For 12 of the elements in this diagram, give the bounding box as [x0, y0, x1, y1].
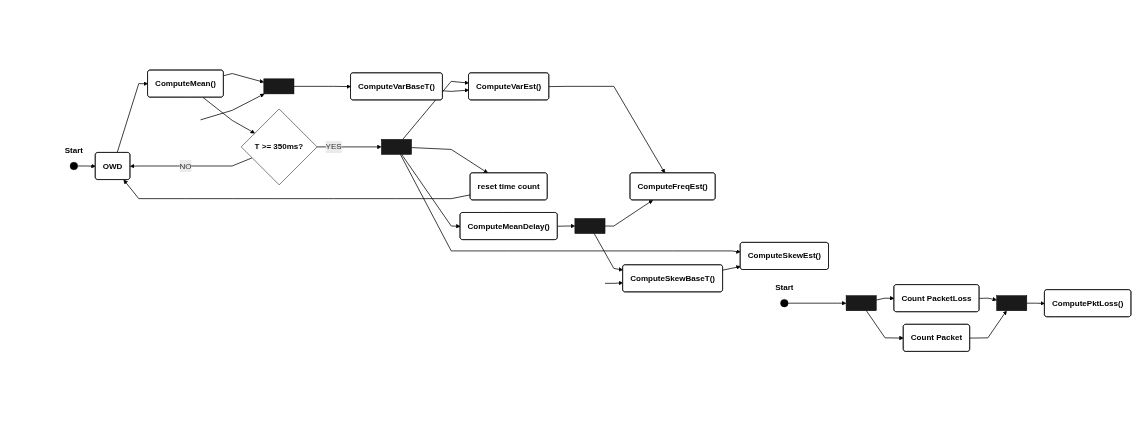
node-label: Start: [64, 145, 84, 155]
node-bar: [996, 295, 1028, 311]
node-diamond: T >= 350ms?: [240, 108, 318, 185]
node-circle: [69, 161, 78, 170]
node-bar: [574, 218, 606, 234]
node-bar: [845, 295, 877, 311]
node-bar: [381, 138, 412, 155]
node-bar: [263, 78, 295, 94]
edge-label: NO: [179, 161, 192, 170]
node-label: Start: [775, 283, 794, 292]
node-circle: [780, 298, 789, 307]
edge-label: YES: [325, 142, 342, 151]
